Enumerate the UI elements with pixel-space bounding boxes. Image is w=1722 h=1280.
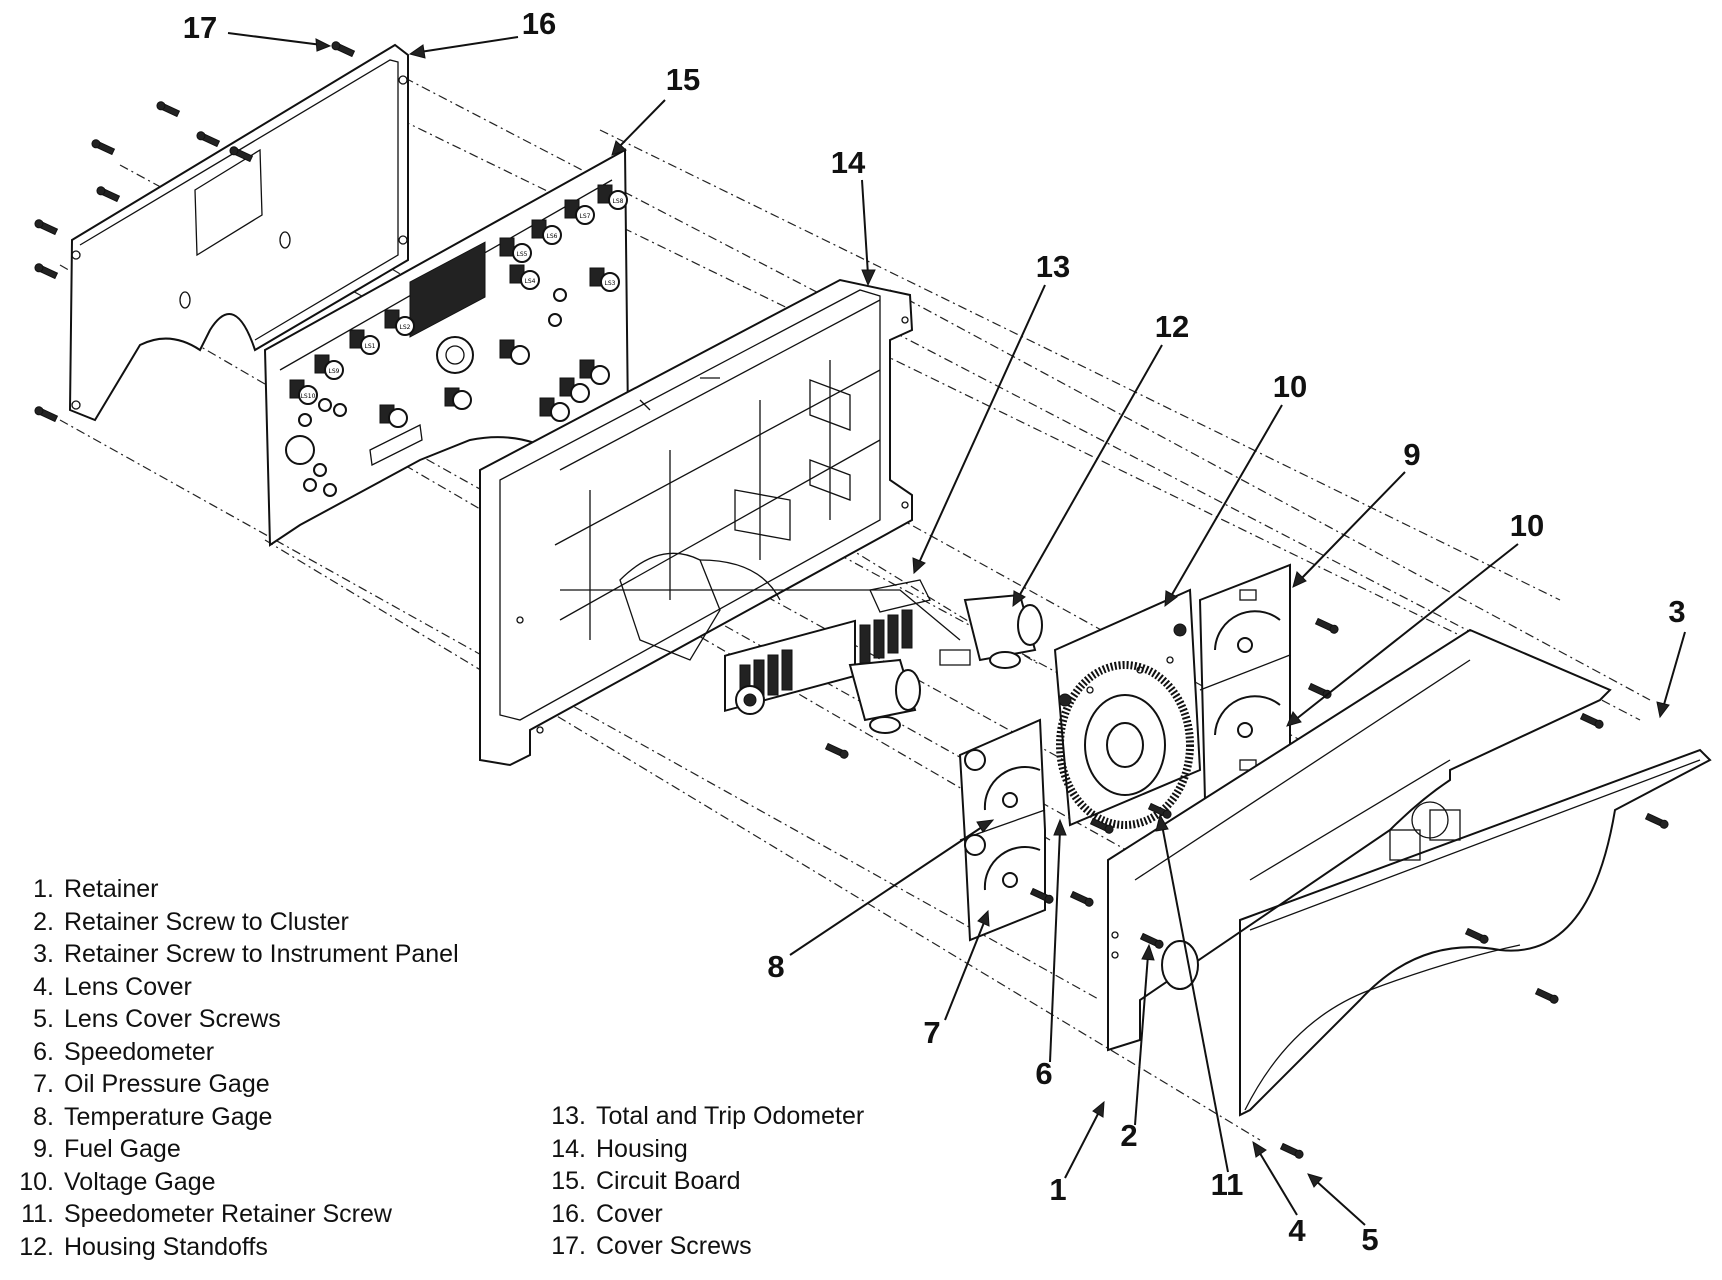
legend-number: 17. (551, 1232, 586, 1260)
legend-item: 8. Temperature Gage (10, 1101, 459, 1134)
cover-screws (34, 41, 356, 423)
small-gages-left (958, 718, 1046, 942)
legend-number: 6. (33, 1037, 54, 1066)
legend-item: 2. Retainer Screw to Cluster (10, 906, 459, 939)
legend-text: Oil Pressure Gage (64, 1070, 270, 1098)
callout-15: 15 (666, 62, 700, 97)
parts-legend-right: 13. Total and Trip Odometer 14. Housing 15. C… (542, 1100, 864, 1263)
legend-item: 4. Lens Cover (10, 971, 459, 1004)
legend-text: Retainer Screw to Instrument Panel (64, 940, 459, 968)
lamp-socket-label: LS5 (517, 251, 528, 258)
callout-11: 11 (1211, 1167, 1244, 1202)
lamp-sockets (289, 184, 628, 428)
legend-number: 13. (551, 1102, 586, 1130)
legend-text: Cover (596, 1199, 663, 1228)
odometer-assembly (560, 552, 961, 715)
callout-8: 8 (767, 949, 784, 984)
legend-text: Fuel Gage (64, 1135, 181, 1163)
legend-number: 8. (33, 1102, 54, 1131)
callout-6: 6 (1035, 1056, 1052, 1091)
legend-item: 17. Cover Screws (542, 1230, 864, 1263)
callout-13: 13 (1036, 249, 1070, 284)
legend-text: Retainer (64, 875, 159, 903)
parts-legend-left: 1. Retainer 2. Retainer Screw to Cluster 3. R… (10, 873, 459, 1264)
legend-text: Total and Trip Odometer (596, 1102, 865, 1130)
callout-2: 2 (1120, 1118, 1137, 1153)
lamp-socket-label: LS9 (329, 368, 340, 375)
callout-12: 12 (1155, 309, 1189, 344)
legend-number: 4. (33, 972, 54, 1001)
lamp-socket-label: LS3 (605, 280, 616, 287)
board-components (298, 288, 567, 497)
cover-plate (68, 43, 409, 422)
legend-number: 12. (19, 1232, 54, 1261)
legend-text: Cover Screws (596, 1232, 752, 1260)
legend-item: 1. Retainer (10, 873, 459, 906)
legend-item: 9. Fuel Gage (10, 1133, 459, 1166)
legend-item: 13. Total and Trip Odometer (542, 1100, 864, 1133)
speedometer (1053, 588, 1202, 829)
legend-text: Voltage Gage (64, 1167, 216, 1196)
callout-4: 4 (1288, 1213, 1306, 1248)
legend-text: Temperature Gage (64, 1102, 273, 1131)
legend-text: Housing Standoffs (64, 1232, 268, 1261)
lamp-socket-label: LS7 (580, 213, 591, 220)
odometer-wheels (739, 609, 913, 706)
legend-item: 3. Retainer Screw to Instrument Panel (10, 938, 459, 971)
circuit-board (263, 148, 630, 547)
legend-number: 10. (19, 1167, 54, 1196)
callout-10: 10 (1510, 508, 1544, 543)
legend-number: 9. (33, 1135, 54, 1163)
legend-number: 11. (21, 1200, 54, 1228)
legend-number: 3. (33, 940, 54, 968)
callout-3: 3 (1668, 594, 1685, 629)
callout-1: 1 (1049, 1172, 1066, 1207)
callout-14: 14 (831, 145, 866, 180)
lamp-socket-label: LS1 (365, 343, 376, 350)
lens-cover (1239, 748, 1712, 1117)
callout-16: 16 (522, 6, 556, 41)
legend-text: Speedometer (64, 1037, 215, 1066)
housing (479, 278, 914, 767)
retainer-screws (824, 617, 1669, 1159)
legend-text: Lens Cover (64, 972, 192, 1001)
legend-number: 16. (551, 1199, 586, 1228)
legend-item: 10. Voltage Gage (10, 1166, 459, 1199)
callout-7: 7 (923, 1015, 940, 1050)
legend-text: Speedometer Retainer Screw (64, 1200, 392, 1228)
legend-number: 2. (33, 907, 54, 936)
leader-lines (227, 32, 1686, 1226)
housing-standoffs (848, 593, 1043, 734)
legend-text: Retainer Screw to Cluster (64, 907, 349, 936)
legend-item: 15. Circuit Board (542, 1165, 864, 1198)
legend-number: 5. (33, 1005, 54, 1033)
callout-17: 17 (183, 10, 217, 45)
legend-item: 5. Lens Cover Screws (10, 1003, 459, 1036)
small-gages-right (1198, 563, 1291, 802)
legend-text: Lens Cover Screws (64, 1005, 281, 1033)
legend-item: 7. Oil Pressure Gage (10, 1068, 459, 1101)
legend-item: 6. Speedometer (10, 1036, 459, 1069)
lamp-socket-label: LS4 (525, 278, 536, 285)
legend-item: 16. Cover (542, 1198, 864, 1231)
lamp-socket-label: LS2 (400, 324, 411, 331)
callout-10: 10 (1273, 369, 1307, 404)
legend-item: 11. Speedometer Retainer Screw (10, 1198, 459, 1231)
legend-number: 1. (33, 875, 54, 903)
legend-text: Housing (596, 1134, 688, 1163)
callout-9: 9 (1403, 437, 1420, 472)
lamp-socket-label: LS10 (301, 393, 316, 400)
legend-number: 15. (551, 1167, 586, 1195)
lamp-socket-label: LS8 (613, 198, 624, 205)
legend-item: 14. Housing (542, 1133, 864, 1166)
legend-text: Circuit Board (596, 1167, 741, 1195)
legend-number: 14. (551, 1134, 586, 1163)
legend-item: 12. Housing Standoffs (10, 1231, 459, 1264)
callout-5: 5 (1361, 1222, 1378, 1257)
legend-number: 7. (33, 1070, 54, 1098)
lamp-socket-label: LS6 (547, 233, 558, 240)
